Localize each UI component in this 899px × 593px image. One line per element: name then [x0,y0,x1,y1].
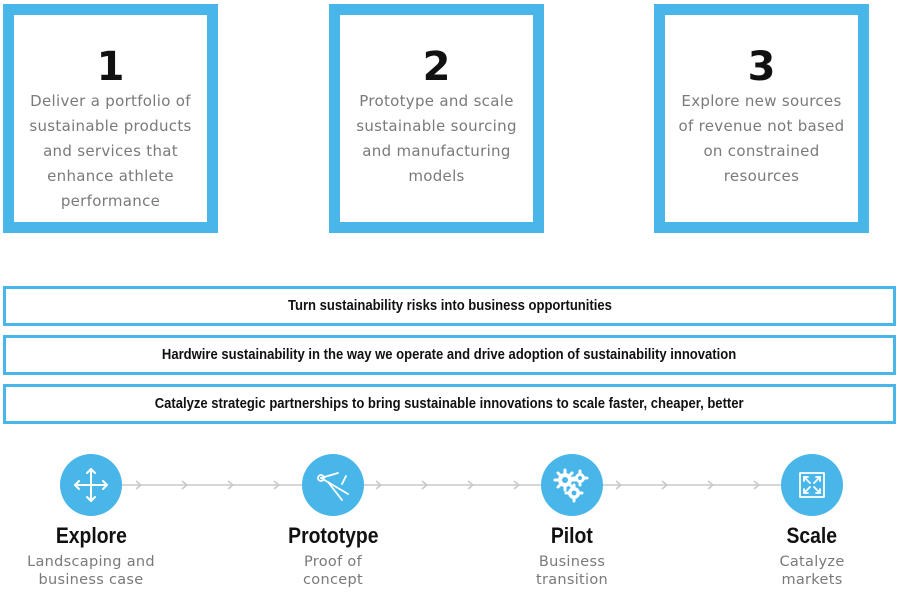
step-subtitle-scale: Catalyze markets [779,554,845,588]
banner-text: Turn sustainability risks into business … [287,298,612,314]
goal-box-2: 2 Prototype and scale sustainable sourci… [329,4,544,233]
step-title-pilot: Pilot [551,523,593,548]
banner-text: Hardwire sustainability in the way we op… [162,347,737,363]
goal-text: Deliver a portfolio of sustainable produ… [29,92,192,210]
expand-arrows-icon [799,472,825,498]
banner-partnerships: Catalyze strategic partnerships to bring… [3,384,896,424]
step-subtitle-pilot: Business transition [535,554,609,588]
compass-tool-icon [317,472,349,501]
explore-circle [60,454,122,516]
step-subtitle-prototype: Proof of concept [303,554,363,588]
goal-box-3: 3 Explore new sources of revenue not bas… [654,4,869,233]
goal-box-1: 1 Deliver a portfolio of sustainable pro… [3,4,218,233]
gears-icon [553,468,589,503]
chevron-icons [135,480,761,490]
process-connector [122,480,782,490]
scale-circle [781,454,843,516]
goal-number: 1 [96,44,125,90]
step-title-prototype: Prototype [287,523,379,548]
pilot-circle [541,454,603,516]
banner-hardwire: Hardwire sustainability in the way we op… [3,335,896,375]
goal-number: 3 [747,44,776,90]
four-way-arrows-icon [74,468,108,502]
goal-text: Explore new sources of revenue not based… [678,92,845,185]
step-title-explore: Explore [55,523,127,548]
banner-risks: Turn sustainability risks into business … [3,286,896,326]
step-title-scale: Scale [786,523,838,548]
banner-text: Catalyze strategic partnerships to bring… [155,396,744,412]
prototype-circle [302,454,364,516]
goal-text: Prototype and scale sustainable sourcing… [356,92,517,185]
step-subtitle-explore: Landscaping and business case [27,554,155,588]
goal-number: 2 [422,44,451,90]
